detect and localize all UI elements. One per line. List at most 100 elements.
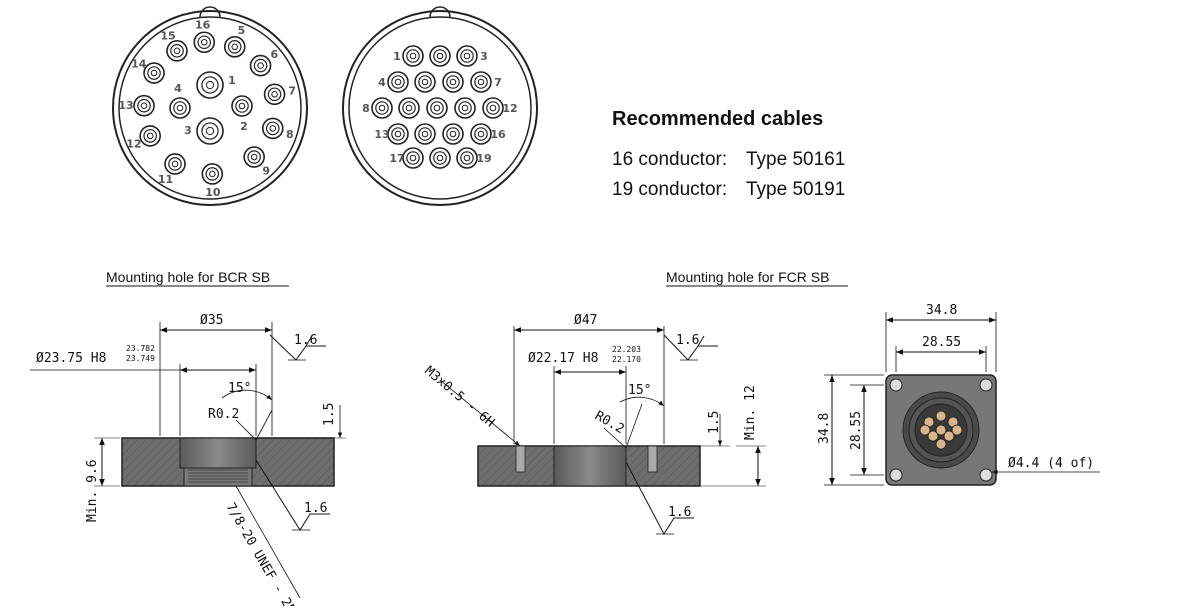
pin: 3 <box>184 117 224 145</box>
fcr-depth: 1.5 <box>707 411 722 434</box>
pin-number: 2 <box>240 120 248 133</box>
pin: 8 <box>362 97 393 119</box>
pin-number: 9 <box>262 164 270 177</box>
pin <box>398 97 420 119</box>
pin-number: 8 <box>362 102 370 115</box>
bcr-dia-2375: Ø23.75 H8 <box>36 351 106 366</box>
pin: 12 <box>482 97 518 119</box>
pin <box>429 147 451 169</box>
flange-hole: Ø4.4 (4 of) <box>1008 456 1094 471</box>
pin-number: 13 <box>118 99 133 112</box>
pin: 13 <box>374 123 409 145</box>
bcr-rough-top: 1.6 <box>294 333 317 348</box>
pin-number: 14 <box>131 57 147 70</box>
bcr-title: Mounting hole for BCR SB <box>106 269 270 285</box>
fcr-screw: M3x0.5 - 6H <box>421 364 497 431</box>
pin: 4 <box>169 82 191 119</box>
pin-number: 10 <box>205 186 221 199</box>
pin-number: 3 <box>184 124 192 137</box>
flange-width-inner: 28.55 <box>922 335 961 350</box>
fcr-dia-47: Ø47 <box>574 313 597 328</box>
cable-row-16: 16 conductor: Type 50161 <box>612 145 972 175</box>
pin: 5 <box>223 24 246 58</box>
pin: 16 <box>193 18 216 54</box>
pin-number: 13 <box>374 128 389 141</box>
cable-value: Type 50191 <box>746 179 846 200</box>
pin-number: 6 <box>271 48 279 61</box>
contact <box>935 424 947 436</box>
pin: 9 <box>243 146 270 177</box>
pin: 6 <box>249 48 279 77</box>
fcr-title: Mounting hole for FCR SB <box>666 269 829 285</box>
pin: 4 <box>378 71 409 93</box>
recommended-cables-panel: Recommended cables 16 conductor: Type 501… <box>612 108 972 205</box>
bcr-tol-lo: 23.749 <box>126 354 155 363</box>
square-flange-view: 34.8 28.55 34.8 28.55 Ø4.4 (4 of) <box>817 303 1100 486</box>
flange-contacts <box>919 410 963 450</box>
pin-number: 5 <box>238 24 246 37</box>
pin-number: 11 <box>158 173 173 186</box>
cables-heading: Recommended cables <box>612 108 824 130</box>
fcr-mounting-hole-section: Mounting hole for FCR SB Ø47 Ø22.17 H8 2… <box>421 269 848 536</box>
bcr-mounting-hole-section: Mounting hole for BCR SB Ø35 Ø23.75 H8 2… <box>30 269 346 606</box>
pin: 1 <box>393 45 424 67</box>
fcr-rough-top: 1.6 <box>676 333 699 348</box>
pin-number: 1 <box>228 74 236 87</box>
pin <box>442 71 464 93</box>
pin <box>414 71 436 93</box>
bcr-tol-hi: 23.782 <box>126 344 155 353</box>
contact <box>935 438 947 450</box>
pin-number: 12 <box>126 137 141 150</box>
cable-value: Type 50161 <box>746 149 846 170</box>
pin-number: 7 <box>288 85 296 98</box>
contact <box>951 424 963 436</box>
pin-number: 1 <box>393 50 401 63</box>
fcr-tol-lo: 22.170 <box>612 355 641 364</box>
bcr-radius: R0.2 <box>208 407 239 422</box>
pin-number: 16 <box>490 128 506 141</box>
pin: 3 <box>456 45 488 67</box>
bcr-dia-35: Ø35 <box>200 313 223 328</box>
pin <box>454 97 476 119</box>
pin: 10 <box>201 163 224 199</box>
pin-number: 19 <box>476 152 491 165</box>
pin: 7 <box>263 83 296 106</box>
cable-label: 16 conductor: <box>612 149 728 170</box>
pin: 14 <box>131 57 165 84</box>
pin <box>426 97 448 119</box>
pin <box>442 123 464 145</box>
flange-width-outer: 34.8 <box>926 303 957 318</box>
fcr-dia-2217: Ø22.17 H8 <box>528 351 598 366</box>
pin: 11 <box>158 153 186 186</box>
pin-number: 4 <box>378 76 386 89</box>
pin-number: 12 <box>502 102 517 115</box>
bcr-angle: 15° <box>228 381 251 396</box>
bcr-thread: 7/8-20 UNEF - 2B <box>223 501 299 606</box>
cable-row-19: 19 conductor: Type 50191 <box>612 175 972 205</box>
pin-number: 16 <box>195 18 211 31</box>
pin: 15 <box>160 29 188 62</box>
pin <box>429 45 451 67</box>
pin-number: 3 <box>480 50 488 63</box>
pin-number: 7 <box>494 76 502 89</box>
bcr-min: Min. 9.6 <box>85 459 100 522</box>
pin: 7 <box>470 71 502 93</box>
contact <box>943 430 955 442</box>
pin-number: 15 <box>160 29 175 42</box>
bcr-rough-bottom: 1.6 <box>304 501 327 516</box>
contact <box>935 410 947 422</box>
pin: 13 <box>118 94 155 117</box>
pin <box>414 123 436 145</box>
contact <box>927 430 939 442</box>
pin-number: 4 <box>174 82 182 95</box>
pin: 16 <box>470 123 506 145</box>
fcr-angle: 15° <box>628 383 651 398</box>
pin: 12 <box>126 125 161 150</box>
cable-label: 19 conductor: <box>612 179 728 200</box>
pin: 1 <box>196 71 236 99</box>
bcr-depth: 1.5 <box>322 403 337 426</box>
